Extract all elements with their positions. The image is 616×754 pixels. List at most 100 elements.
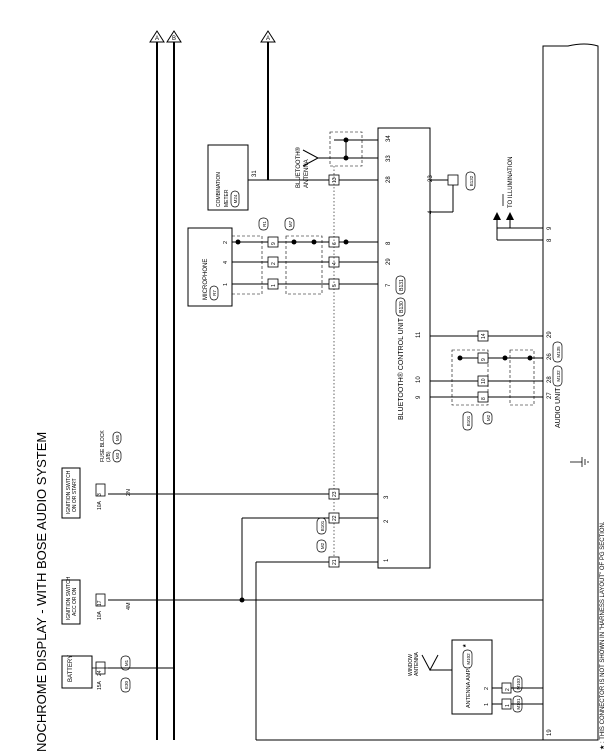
audio-unit-box: [542, 43, 599, 741]
svg-text:WINDOW: WINDOW: [408, 654, 414, 676]
svg-text:9: 9: [547, 226, 553, 230]
svg-text:B131: B131: [399, 279, 405, 291]
svg-text:B101: B101: [466, 415, 471, 426]
svg-text:6: 6: [332, 242, 338, 245]
svg-text:10: 10: [481, 378, 487, 384]
svg-text:1: 1: [505, 704, 511, 707]
svg-text:4: 4: [223, 261, 229, 264]
svg-text:ANTENNA: ANTENNA: [304, 159, 310, 188]
ref-a-marker-2: A: [260, 30, 276, 43]
svg-text:FUSE BLOCK: FUSE BLOCK: [100, 430, 106, 462]
svg-text:2: 2: [384, 519, 390, 523]
svg-text:R7: R7: [212, 290, 217, 296]
svg-text:R1: R1: [262, 221, 267, 227]
svg-text:1: 1: [384, 558, 390, 562]
svg-text:8: 8: [481, 397, 487, 400]
svg-text:(J/B): (J/B): [106, 451, 112, 462]
ground-icon: [570, 457, 589, 467]
svg-text:9: 9: [481, 358, 487, 361]
ref-b-marker: B: [166, 30, 182, 43]
svg-text:B132: B132: [469, 175, 474, 186]
antenna-amp-box: [451, 639, 493, 715]
svg-text:M7: M7: [288, 220, 293, 227]
svg-text:E30: E30: [124, 681, 129, 690]
svg-text:9: 9: [271, 242, 277, 245]
illumination-arrows: [493, 194, 543, 241]
svg-text:M101: M101: [516, 698, 521, 710]
svg-text:IGNITION SWITCH: IGNITION SWITCH: [66, 576, 72, 620]
bluetooth-control-unit-box: [377, 127, 431, 569]
svg-text:2: 2: [505, 688, 511, 691]
svg-text:IGNITION SWITCH: IGNITION SWITCH: [66, 470, 72, 514]
svg-text:B: B: [172, 36, 176, 42]
svg-text:5: 5: [332, 284, 338, 287]
svg-text:34: 34: [386, 135, 392, 142]
svg-text:BATTERY: BATTERY: [68, 655, 74, 682]
svg-text:M2: M2: [486, 414, 491, 421]
svg-text:10A: 10A: [97, 500, 103, 510]
svg-text:7: 7: [386, 283, 392, 287]
svg-text:13: 13: [332, 177, 338, 183]
svg-text:1: 1: [484, 703, 490, 706]
svg-text:M135: M135: [556, 346, 561, 358]
svg-text:21: 21: [332, 559, 338, 565]
svg-text:M24: M24: [233, 194, 238, 203]
svg-text:METER: METER: [224, 189, 230, 207]
footnote: ★ : THIS CONNECTOR IS NOT SHOWN IN "HARN…: [599, 521, 606, 750]
svg-text:1: 1: [271, 284, 277, 287]
svg-text:MICROPHONE: MICROPHONE: [203, 259, 209, 300]
combination-meter-box: [207, 144, 249, 211]
svg-text:27: 27: [547, 392, 553, 399]
svg-text:ANTENNA AMP.: ANTENNA AMP.: [466, 668, 472, 708]
audio-unit-label: AUDIO UNIT: [555, 387, 562, 428]
svg-text:8: 8: [547, 238, 553, 242]
svg-text:M102: M102: [466, 653, 471, 665]
svg-text:COMBINATION: COMBINATION: [216, 172, 222, 207]
svg-text:M3: M3: [115, 452, 120, 459]
svg-text:29: 29: [386, 258, 392, 265]
svg-text:B130: B130: [399, 301, 405, 313]
bluetooth-antenna: [302, 131, 378, 167]
svg-text:M103: M103: [516, 678, 521, 690]
svg-text:M5: M5: [115, 434, 120, 441]
bt-unit-pins: 34 33 28 8 29 7 11 10 9 1 2 3 23 4: [384, 135, 434, 562]
svg-text:10A: 10A: [97, 610, 103, 620]
svg-text:10: 10: [416, 376, 422, 383]
window-antenna: [421, 654, 439, 672]
svg-text:A: A: [266, 36, 270, 42]
svg-text:A: A: [155, 36, 159, 42]
svg-text:2: 2: [223, 241, 229, 244]
svg-text:ANTENNA: ANTENNA: [414, 651, 420, 676]
svg-text:2N: 2N: [126, 489, 132, 496]
svg-text:23: 23: [332, 491, 338, 497]
battery-box: [61, 655, 93, 689]
svg-text:17: 17: [97, 600, 103, 606]
page-title: NOCHROME DISPLAY - WITH BOSE AUDIO SYSTE…: [34, 432, 49, 752]
svg-text:24: 24: [97, 670, 103, 676]
bt-antenna-label: BLUETOOTH®: [295, 146, 302, 188]
svg-text:ON OR START: ON OR START: [72, 478, 78, 512]
illumination-label: TO ILLUMINATION: [508, 157, 514, 208]
svg-text:M132: M132: [556, 370, 561, 382]
svg-text:14: 14: [481, 333, 487, 339]
svg-text:3: 3: [384, 495, 390, 499]
svg-text:11: 11: [416, 331, 422, 338]
svg-text:23: 23: [428, 175, 434, 182]
svg-text:28: 28: [547, 376, 553, 383]
svg-text:M2: M2: [320, 542, 325, 549]
svg-text:M1: M1: [124, 659, 129, 666]
svg-text:28: 28: [386, 176, 392, 183]
ref-a-marker: A: [149, 30, 165, 43]
svg-text:33: 33: [386, 155, 392, 162]
svg-text:4: 4: [332, 262, 338, 265]
svg-text:22: 22: [332, 515, 338, 521]
svg-text:3: 3: [97, 493, 103, 496]
svg-text:31: 31: [252, 170, 258, 177]
svg-text:ACC OR ON: ACC OR ON: [72, 587, 78, 616]
svg-text:29: 29: [547, 331, 553, 338]
ignition-on-box: [61, 467, 81, 519]
svg-text:9: 9: [416, 395, 422, 399]
svg-text:15A: 15A: [97, 680, 103, 690]
svg-text:8: 8: [386, 241, 392, 245]
